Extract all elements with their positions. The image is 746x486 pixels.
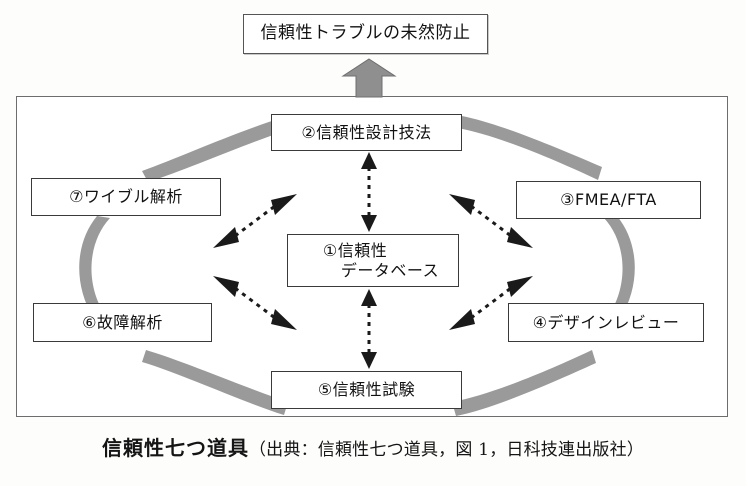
node-label-3: ③FMEA/FTA [560, 190, 657, 209]
node-box-reliability-test: ⑤信頼性試験 [271, 371, 462, 409]
caption-title: 信頼性七つ道具 [101, 436, 249, 460]
node-label-6: ⑥故障解析 [82, 312, 163, 332]
cycle-band-bottom-right-icon [446, 340, 598, 418]
cycle-band-top-left-icon [140, 116, 288, 194]
node-box-design-review: ④デザインレビュー [508, 303, 704, 342]
goal-label: 信頼性トラブルの未然防止 [260, 23, 471, 44]
hub-label-line1: ①信頼性 [322, 240, 388, 260]
dashed-link-hub-to-node-2 [352, 152, 386, 232]
hub-label-line2: データベース [340, 260, 440, 280]
goal-up-arrow-icon [341, 58, 397, 98]
cycle-band-bottom-left-icon [142, 340, 294, 418]
dashed-link-hub-to-node-6 [213, 272, 297, 334]
node-label-7: ⑦ワイブル解析 [69, 187, 183, 206]
node-label-2: ②信頼性設計技法 [301, 122, 432, 142]
node-box-fmea-fta: ③FMEA/FTA [516, 181, 701, 219]
goal-box: 信頼性トラブルの未然防止 [243, 14, 488, 54]
node-label-4: ④デザインレビュー [532, 312, 680, 332]
dashed-link-hub-to-node-3 [449, 190, 533, 252]
figure-caption: 信頼性七つ道具（出典：信頼性七つ道具，図 1，日科技連出版社） [0, 432, 746, 461]
dashed-link-hub-to-node-5 [352, 289, 386, 369]
node-box-weibull-analysis: ⑦ワイブル解析 [31, 178, 221, 216]
hub-box-reliability-database: ①信頼性 データベース [287, 234, 459, 287]
node-box-reliability-design-method: ②信頼性設計技法 [271, 114, 462, 151]
cycle-band-left-icon [72, 216, 126, 318]
caption-source: （出典：信頼性七つ道具，図 1，日科技連出版社） [248, 440, 645, 460]
cycle-band-top-right-icon [452, 116, 604, 194]
dashed-link-hub-to-node-4 [449, 272, 533, 334]
hub-label: ①信頼性 データベース [307, 221, 439, 301]
node-box-failure-analysis: ⑥故障解析 [33, 303, 212, 342]
node-label-5: ⑤信頼性試験 [317, 380, 416, 399]
dashed-link-hub-to-node-7 [213, 190, 297, 252]
cycle-band-right-icon [588, 216, 642, 318]
